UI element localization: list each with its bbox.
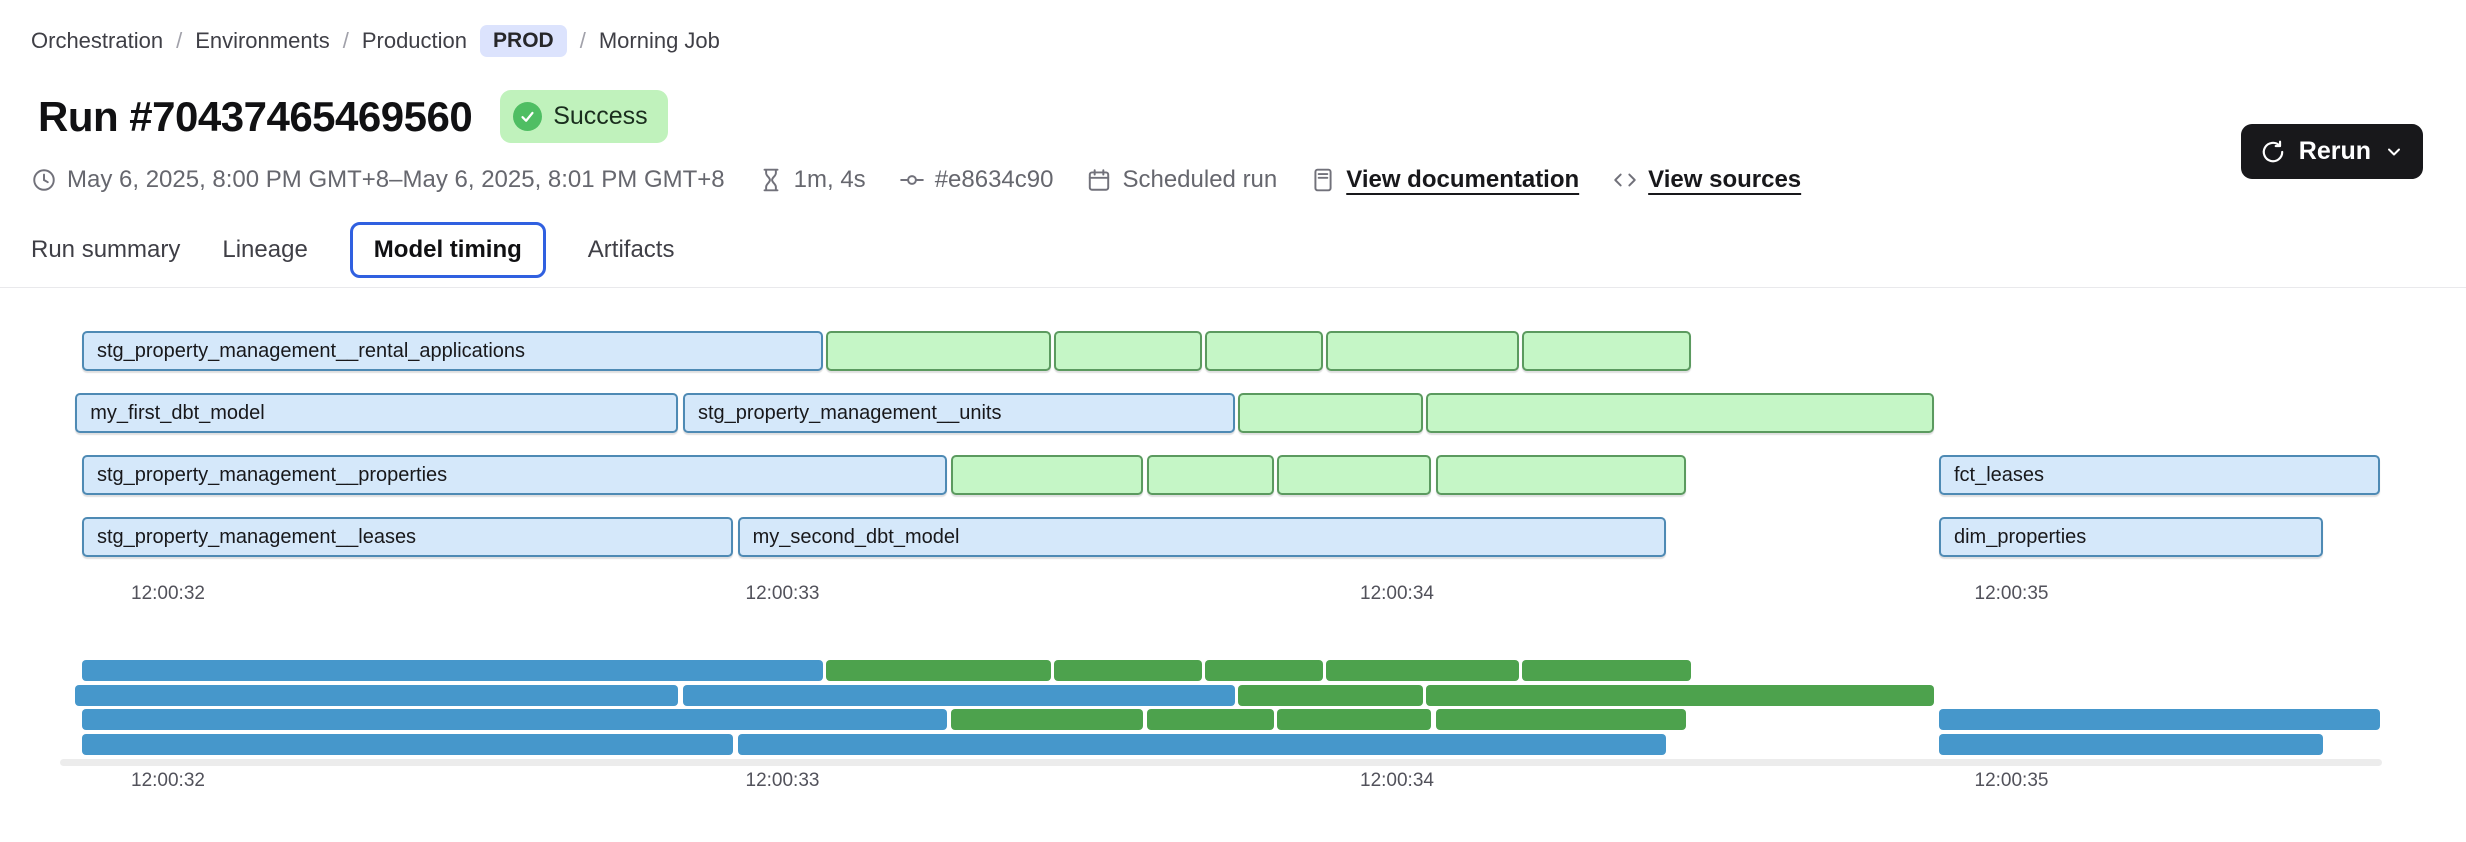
gantt-bar-my_second_dbt_model[interactable]: my_second_dbt_model bbox=[737, 517, 1666, 557]
breadcrumb-separator: / bbox=[342, 28, 349, 53]
navigator-bar-fct_leases[interactable] bbox=[1938, 709, 2381, 730]
tab-artifacts[interactable]: Artifacts bbox=[587, 236, 675, 263]
axis-tick-12:00:35: 12:00:35 bbox=[1974, 583, 2049, 604]
breadcrumb-separator: / bbox=[176, 28, 183, 53]
timeline-scrollbar[interactable] bbox=[60, 759, 2382, 766]
code-icon bbox=[1614, 173, 1636, 187]
navigator-tick-12:00:35: 12:00:35 bbox=[1974, 770, 2049, 791]
navigator-tick-12:00:33: 12:00:33 bbox=[745, 770, 820, 791]
gantt-bar-label: dim_properties bbox=[1953, 526, 2087, 548]
gantt-bar-unlabeled[interactable] bbox=[1425, 393, 1935, 433]
gantt-bar-label: stg_property_management__properties bbox=[96, 464, 448, 486]
navigator-bar-unlabeled[interactable] bbox=[1237, 684, 1423, 706]
navigator-bar-unlabeled[interactable] bbox=[1435, 709, 1686, 730]
navigator-bar-stg_property_management__units[interactable] bbox=[682, 684, 1235, 706]
run-duration-label: 1m, 4s bbox=[793, 166, 866, 193]
gantt-bar-unlabeled[interactable] bbox=[1054, 331, 1203, 371]
axis-tick-12:00:32: 12:00:32 bbox=[131, 583, 205, 604]
gantt-bar-label: stg_property_management__leases bbox=[96, 526, 417, 548]
rerun-label: Rerun bbox=[2298, 137, 2371, 165]
tab-run-summary[interactable]: Run summary bbox=[31, 236, 181, 263]
gantt-bar-stg_property_management__properties[interactable]: stg_property_management__properties bbox=[81, 455, 948, 495]
gantt-bar-unlabeled[interactable] bbox=[1325, 331, 1519, 371]
gantt-bar-unlabeled[interactable] bbox=[1277, 455, 1431, 495]
navigator-bar-unlabeled[interactable] bbox=[826, 660, 1052, 681]
gantt-bar-label: stg_property_management__rental_applicat… bbox=[96, 340, 526, 362]
breadcrumb-separator: / bbox=[579, 28, 586, 53]
navigator-bar-unlabeled[interactable] bbox=[1205, 660, 1324, 681]
breadcrumb-item-production[interactable]: Production bbox=[361, 28, 468, 53]
navigator-bar-unlabeled[interactable] bbox=[1425, 684, 1935, 706]
view-documentation-label[interactable]: View documentation bbox=[1346, 166, 1580, 193]
axis-tick-12:00:33: 12:00:33 bbox=[745, 583, 820, 604]
status-label: Success bbox=[553, 102, 648, 130]
title-row: Run #70437465469560 Success bbox=[38, 90, 668, 143]
run-trigger: Scheduled run bbox=[1086, 166, 1277, 194]
navigator-bar-my_second_dbt_model[interactable] bbox=[737, 733, 1666, 755]
breadcrumb-item-morning-job[interactable]: Morning Job bbox=[598, 28, 720, 53]
navigator-bar-unlabeled[interactable] bbox=[950, 709, 1144, 730]
tab-lineage[interactable]: Lineage bbox=[222, 236, 308, 263]
gantt-bar-unlabeled[interactable] bbox=[1205, 331, 1324, 371]
breadcrumb-item-environments[interactable]: Environments bbox=[195, 28, 330, 53]
breadcrumb-item-orchestration[interactable]: Orchestration bbox=[31, 28, 164, 53]
commit-hash: #e8634c90 bbox=[899, 166, 1054, 194]
navigator-bar-stg_property_management__properties[interactable] bbox=[81, 709, 948, 730]
navigator-bar-unlabeled[interactable] bbox=[1146, 709, 1275, 730]
gantt-bar-fct_leases[interactable]: fct_leases bbox=[1938, 455, 2381, 495]
navigator-bar-unlabeled[interactable] bbox=[1054, 660, 1203, 681]
gantt-bar-unlabeled[interactable] bbox=[1521, 331, 1691, 371]
run-duration: 1m, 4s bbox=[758, 166, 866, 194]
clock-icon bbox=[33, 169, 55, 191]
axis-tick-12:00:34: 12:00:34 bbox=[1360, 583, 1434, 604]
check-icon bbox=[513, 102, 543, 131]
navigator-bar-unlabeled[interactable] bbox=[1325, 660, 1519, 681]
run-meta-row: May 6, 2025, 8:00 PM GMT+8–May 6, 2025, … bbox=[31, 166, 1801, 194]
navigator-tick-12:00:34: 12:00:34 bbox=[1360, 770, 1434, 791]
environment-badge: PROD bbox=[480, 25, 567, 57]
gantt-bar-label: my_second_dbt_model bbox=[752, 526, 960, 548]
tab-model-timing[interactable]: Model timing bbox=[349, 222, 546, 278]
gantt-bar-stg_property_management__rental_applications[interactable]: stg_property_management__rental_applicat… bbox=[81, 331, 824, 371]
document-icon bbox=[1314, 168, 1332, 192]
commit-hash-label: #e8634c90 bbox=[934, 166, 1054, 193]
status-badge: Success bbox=[500, 90, 668, 143]
view-sources-link[interactable]: View sources bbox=[1612, 166, 1801, 194]
navigator-bar-my_first_dbt_model[interactable] bbox=[75, 684, 679, 706]
gantt-bar-dim_properties[interactable]: dim_properties bbox=[1938, 517, 2324, 557]
view-sources-label[interactable]: View sources bbox=[1648, 166, 1802, 193]
run-time-range: May 6, 2025, 8:00 PM GMT+8–May 6, 2025, … bbox=[31, 166, 725, 194]
run-time-range-label: May 6, 2025, 8:00 PM GMT+8–May 6, 2025, … bbox=[67, 166, 725, 193]
gantt-bar-label: my_first_dbt_model bbox=[90, 402, 265, 424]
gantt-bar-unlabeled[interactable] bbox=[826, 331, 1052, 371]
navigator-bar-unlabeled[interactable] bbox=[1521, 660, 1691, 681]
gantt-bar-unlabeled[interactable] bbox=[1146, 455, 1275, 495]
page-title: Run #70437465469560 bbox=[38, 92, 473, 140]
breadcrumb: Orchestration / Environments / Production PRO… bbox=[31, 25, 720, 57]
commit-icon bbox=[899, 175, 924, 185]
navigator-bar-unlabeled[interactable] bbox=[1277, 709, 1431, 730]
gantt-bar-label: fct_leases bbox=[1953, 464, 2045, 486]
gantt-bar-unlabeled[interactable] bbox=[1435, 455, 1686, 495]
navigator-bar-stg_property_management__leases[interactable] bbox=[81, 733, 733, 755]
tab-bar-divider bbox=[0, 287, 2466, 288]
gantt-bar-unlabeled[interactable] bbox=[1237, 393, 1423, 433]
gantt-bar-my_first_dbt_model[interactable]: my_first_dbt_model bbox=[75, 393, 679, 433]
tab-bar: Run summary Lineage Model timing Artifacts bbox=[31, 222, 674, 278]
gantt-bar-stg_property_management__leases[interactable]: stg_property_management__leases bbox=[81, 517, 733, 557]
gantt-bar-unlabeled[interactable] bbox=[950, 455, 1144, 495]
navigator-bar-stg_property_management__rental_applications[interactable] bbox=[81, 660, 824, 681]
hourglass-icon bbox=[763, 168, 779, 192]
navigator-bar-dim_properties[interactable] bbox=[1938, 733, 2324, 755]
refresh-icon bbox=[2262, 140, 2284, 162]
gantt-bar-label: stg_property_management__units bbox=[697, 402, 1002, 424]
navigator-tick-12:00:32: 12:00:32 bbox=[131, 770, 205, 791]
calendar-icon bbox=[1089, 169, 1110, 191]
rerun-button[interactable]: Rerun bbox=[2240, 124, 2423, 179]
chevron-down-icon bbox=[2388, 148, 2400, 155]
run-trigger-label: Scheduled run bbox=[1122, 166, 1278, 193]
view-documentation-link[interactable]: View documentation bbox=[1310, 166, 1579, 194]
gantt-bar-stg_property_management__units[interactable]: stg_property_management__units bbox=[682, 393, 1235, 433]
